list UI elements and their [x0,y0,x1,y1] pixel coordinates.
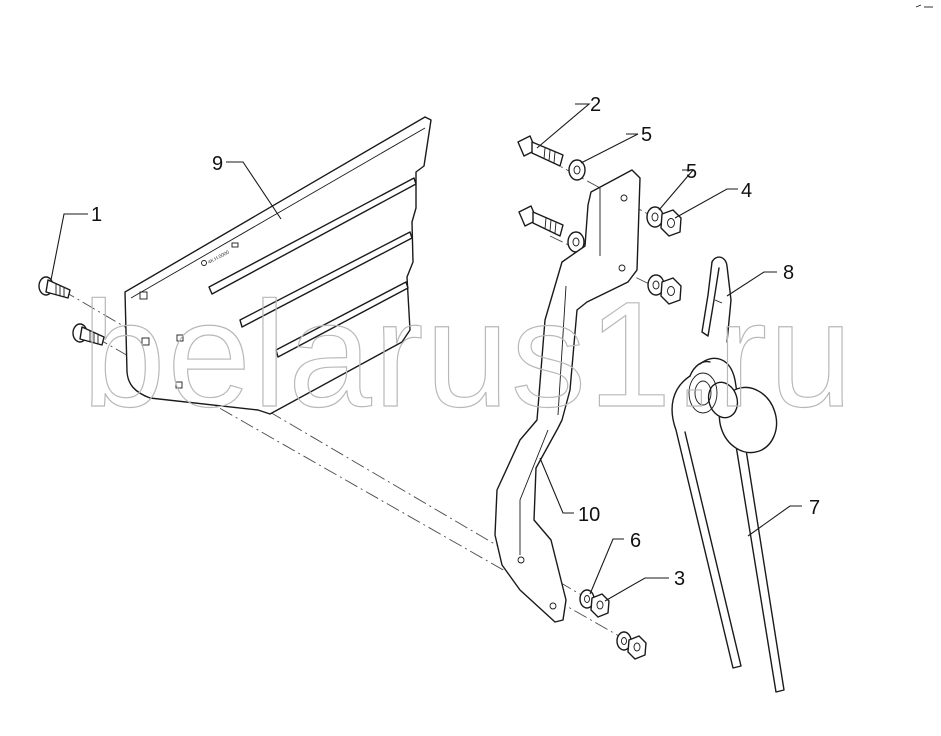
pedal-rod-part-7 [671,357,785,693]
callout-2: 2 [590,94,601,116]
callout-labels: 1 2 5 5 4 8 9 10 6 3 7 [91,94,820,590]
spring-clip-part-8 [701,256,732,343]
corner-mark [915,4,933,8]
callout-5-right: 5 [686,161,697,183]
callout-5-upper: 5 [641,124,652,146]
leader-lines [50,103,802,602]
nut-part-4-b [660,277,682,305]
bolt-part-1-lower [72,323,105,346]
nut-part-3-b [627,635,647,660]
callout-1: 1 [91,204,102,226]
callout-10: 10 [578,504,600,526]
callout-9: 9 [212,153,223,175]
callout-8: 8 [783,262,794,284]
washer-part-5-a [568,159,586,181]
bolt-part-2-lower [518,205,564,237]
bolt-part-2-upper [517,135,564,167]
shield-plate-part-9: 4К.Н.0000 [124,116,432,415]
pedal-lever-part-10 [494,169,641,623]
watermark: belarus1.ru [82,270,854,438]
nut-part-3-a [590,593,610,618]
callout-6: 6 [630,530,641,552]
bolt-part-1-upper [38,276,71,299]
callout-7: 7 [809,497,820,519]
callout-4: 4 [741,180,752,202]
nut-part-4-a [660,209,682,237]
callout-3: 3 [674,568,685,590]
